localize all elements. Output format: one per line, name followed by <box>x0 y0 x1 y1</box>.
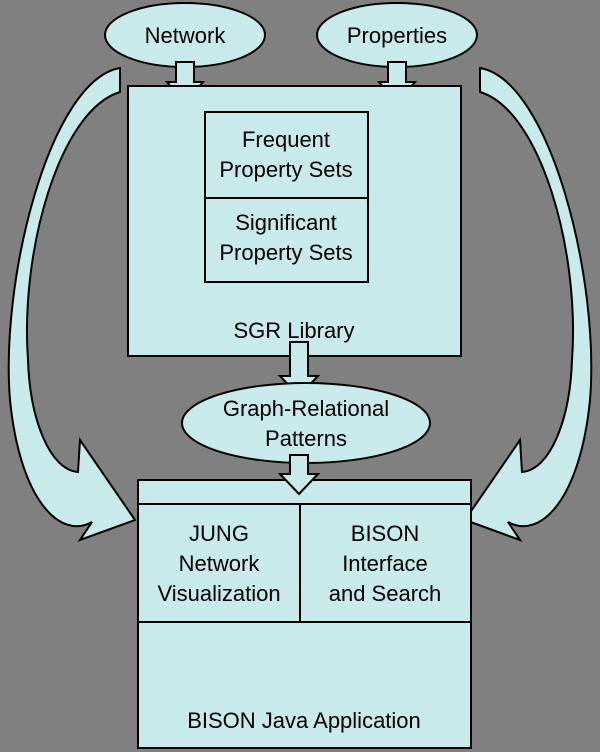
jung-line-3: Visualization <box>157 581 280 606</box>
patterns-line-1: Graph-Relational <box>223 396 389 421</box>
significant-property-sets-box <box>204 197 369 283</box>
interface-line-2: Interface <box>342 551 428 576</box>
patterns-to-bison-arrow <box>277 454 321 496</box>
right-curved-arrow <box>463 66 593 542</box>
left-curved-arrow <box>7 66 137 542</box>
interface-line-3: and Search <box>329 581 442 606</box>
frequent-line-1: Frequent <box>242 127 330 152</box>
properties-label: Properties <box>347 23 447 48</box>
frequent-property-sets-box <box>204 111 369 199</box>
bison-app-label: BISON Java Application <box>187 708 421 733</box>
jung-line-1: JUNG <box>189 521 249 546</box>
patterns-ellipse <box>181 382 431 464</box>
interface-line-1: BISON <box>351 521 419 546</box>
significant-line-1: Significant <box>235 210 337 235</box>
frequent-line-2: Property Sets <box>219 157 352 182</box>
jung-line-2: Network <box>179 551 261 576</box>
sgr-library-label: SGR Library <box>233 318 354 343</box>
network-label: Network <box>145 23 227 48</box>
patterns-line-2: Patterns <box>265 426 347 451</box>
significant-line-2: Property Sets <box>219 240 352 265</box>
